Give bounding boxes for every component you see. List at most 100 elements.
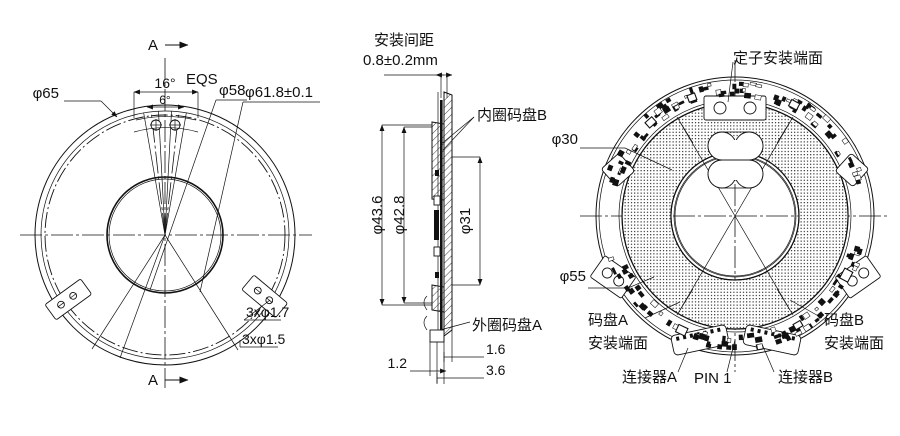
- smd-pad: [658, 310, 664, 317]
- disc-b-mounting-face-line1: 码盘B: [824, 311, 864, 329]
- smd-pad: [832, 290, 840, 299]
- dim-d43-6: φ43.6: [369, 124, 432, 306]
- smd-pad: [738, 334, 743, 341]
- smd-pad: [717, 344, 723, 350]
- dim-1-2: 1.2: [388, 355, 447, 374]
- smd-pad: [746, 332, 755, 339]
- smd-pad: [742, 88, 746, 93]
- section-label-a-top: A: [148, 37, 158, 54]
- smd-pad: [634, 284, 642, 292]
- dim-d42-8-label: φ42.8: [391, 196, 408, 235]
- section-bottom-extensions: [429, 330, 453, 384]
- smd-pad: [811, 120, 819, 128]
- smd-pad: [841, 137, 849, 145]
- smd-pad: [754, 336, 763, 344]
- smd-pad: [770, 326, 777, 334]
- smd-pad: [692, 333, 699, 341]
- smd-pad: [734, 88, 740, 94]
- smd-pad: [732, 83, 737, 90]
- smd-pad: [856, 166, 862, 173]
- connector-a-pad: [670, 324, 730, 356]
- label-connector-b: 连接器B: [761, 343, 833, 386]
- smd-pad: [743, 92, 752, 99]
- smd-pad: [802, 323, 812, 333]
- smd-pad: [665, 97, 672, 104]
- smd-pad: [665, 319, 673, 327]
- pcb-hub-slots: [707, 131, 764, 189]
- smd-pad: [755, 83, 763, 89]
- smd-pad: [822, 114, 832, 124]
- smd-pad: [707, 82, 712, 87]
- inner-bore-circle-d58: [106, 176, 224, 294]
- disc-b-mounting-face-line2: 安装端面: [824, 335, 884, 352]
- smd-pad: [607, 256, 615, 262]
- inner-bore-circle-edge: [108, 178, 222, 292]
- smd-pad: [742, 82, 749, 88]
- label-stator-mounting-face: 定子安装端面: [727, 50, 823, 103]
- dim-d58-label: φ58: [219, 82, 245, 99]
- smd-pad: [704, 334, 710, 342]
- smd-pad: [775, 338, 783, 345]
- smd-pad: [829, 285, 836, 293]
- hole-group-right: [242, 275, 288, 318]
- label-disc-b-mounting-face: 码盘B 安装端面: [789, 299, 884, 352]
- dim-3x-d1-7-label: 3xφ1.7: [246, 304, 290, 320]
- outer-disc-a-label: 外圈码盘A: [472, 316, 542, 334]
- section-label-a-bottom: A: [148, 372, 158, 389]
- smd-pad: [754, 94, 762, 101]
- inner-disc-b-label: 内圈码盘B: [477, 106, 547, 124]
- smd-pad: [826, 123, 833, 130]
- smd-pad: [662, 105, 672, 115]
- connector-b-label: 连接器B: [778, 369, 833, 386]
- disc-a-mounting-face-line2: 安装端面: [588, 335, 648, 352]
- smd-pad: [726, 345, 732, 350]
- smd-pad: [633, 131, 641, 139]
- smd-pad: [639, 134, 647, 142]
- smd-pad: [836, 150, 841, 156]
- pcb-outer-edge-inner: [598, 79, 872, 353]
- dim-d61-8-label: φ61.8±0.1: [245, 84, 313, 101]
- pcb-smd-components: [606, 81, 863, 351]
- smd-pad: [631, 143, 639, 152]
- smd-pad: [702, 330, 708, 336]
- smd-pad: [785, 336, 792, 342]
- dim-pcb-d30: φ30: [552, 131, 673, 171]
- label-pin-1: PIN 1: [694, 339, 736, 387]
- dim-pcb-d30-label: φ30: [552, 131, 578, 148]
- dim-16deg-label: 16°: [154, 75, 175, 91]
- smd-ic: [644, 115, 658, 129]
- dim-mounting-gap: [384, 72, 453, 98]
- pcb-outer-edge: [595, 76, 875, 356]
- code-disc-band: [433, 100, 443, 330]
- smd-pad: [729, 91, 735, 97]
- dim-pcb-d55: φ55: [560, 268, 655, 289]
- outer-circle-inner-edge: [40, 110, 290, 360]
- smd-pad: [606, 164, 614, 172]
- right-pcb-view: φ30 φ55 定子安装端面 码盘A 安装端面 码盘B 安装端面 连接器: [552, 50, 890, 387]
- smd-pad: [851, 171, 859, 177]
- dim-3x-d1-5: 3xφ1.5: [239, 331, 286, 348]
- dim-6deg-label: 6°: [159, 93, 171, 107]
- dim-d65-label: φ65: [33, 85, 59, 102]
- smd-pad: [678, 100, 685, 106]
- smd-pad: [722, 335, 726, 342]
- smd-ic: [674, 323, 689, 337]
- smd-pad: [827, 296, 834, 304]
- smd-pad: [817, 297, 827, 307]
- smd-pad: [673, 104, 681, 111]
- disc-a-mounting-face-line1: 码盘A: [588, 311, 628, 329]
- mounting-gap-value: 0.8±0.2mm: [363, 52, 438, 69]
- angular-sector-lines: [143, 111, 187, 236]
- label-disc-a-mounting-face: 码盘A 安装端面: [588, 301, 681, 352]
- smd-pad: [804, 112, 814, 121]
- connector-a-label: 连接器A: [622, 369, 677, 386]
- smd-pad: [616, 151, 622, 157]
- dim-1-6-label: 1.6: [486, 341, 506, 357]
- smd-pad: [726, 338, 732, 343]
- smd-pad: [773, 333, 782, 340]
- dim-d65: φ65: [33, 85, 118, 118]
- smd-pad: [721, 340, 729, 347]
- mounting-gap-title: 安装间距: [374, 32, 434, 49]
- smd-pad: [781, 96, 787, 103]
- label-connector-a: 连接器A: [622, 347, 689, 386]
